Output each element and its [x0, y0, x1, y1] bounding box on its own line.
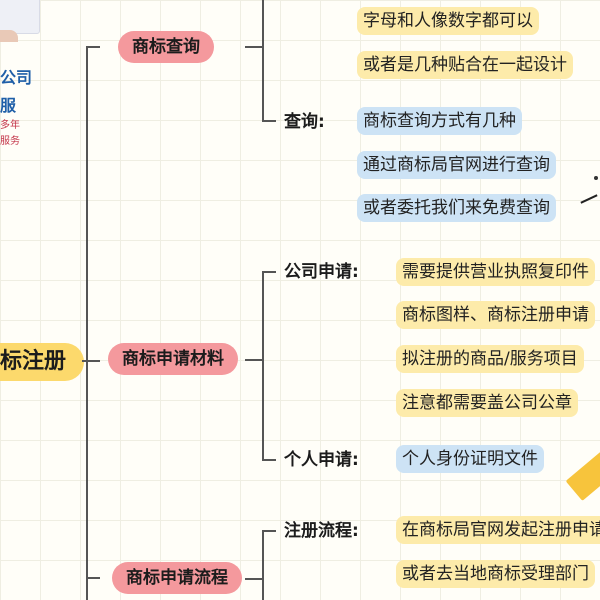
leaf-text: 个人身份证明文件: [402, 449, 538, 469]
branch-label: 商标查询: [132, 37, 200, 57]
promo-image-card: [0, 0, 40, 34]
leaf-item: 或者是几种贴合在一起设计: [357, 51, 573, 79]
leaf-item: 注意都需要盖公司公章: [396, 389, 578, 417]
leaf-text: 或者委托我们来免费查询: [363, 198, 550, 218]
hand-drawn-arrow-icon: [580, 194, 598, 204]
promo-text-service: 服: [0, 96, 17, 115]
connector-b2-company: [262, 271, 276, 273]
leaf-item: 在商标局官网发起注册申请: [396, 516, 600, 544]
connector-trunk: [86, 46, 88, 600]
connector-branch-1: [86, 46, 100, 48]
leaf-item: 通过商标局官网进行查询: [357, 151, 556, 179]
connector-b2-vert: [262, 271, 264, 461]
connector-b2-personal: [262, 459, 276, 461]
leaf-item: 商标图样、商标注册申请: [396, 301, 595, 329]
root-node-label: 标注册: [0, 349, 67, 374]
leaf-text: 在商标局官网发起注册申请: [402, 520, 600, 540]
pencil-icon: [565, 442, 600, 501]
connector-b3-vert: [262, 530, 264, 600]
connector-b1-out: [245, 46, 263, 48]
group-label-personal: 个人申请:: [284, 450, 359, 470]
connector-b2-out: [245, 359, 263, 361]
connector-b1-query: [262, 120, 276, 122]
promo-fragment: 公司 服 多年 服务: [0, 0, 80, 160]
leaf-item: 需要提供营业执照复印件: [396, 258, 595, 286]
leaf-item: 字母和人像数字都可以: [357, 7, 539, 35]
connector-b3-process: [262, 530, 276, 532]
group-label-query: 查询:: [284, 112, 325, 132]
leaf-text: 字母和人像数字都可以: [363, 11, 533, 31]
leaf-text: 需要提供营业执照复印件: [402, 262, 589, 282]
leaf-text: 商标图样、商标注册申请: [402, 305, 589, 325]
root-node: 标注册: [0, 343, 85, 381]
connector-b1-vert: [262, 0, 264, 122]
leaf-item: 拟注册的商品/服务项目: [396, 345, 584, 373]
promo-text-service-small: 服务: [0, 136, 20, 147]
group-label-process: 注册流程:: [284, 521, 359, 541]
promo-text-years: 多年: [0, 120, 20, 131]
leaf-item: 或者去当地商标受理部门: [396, 560, 595, 588]
connector-b3-out: [245, 578, 263, 580]
group-label-company: 公司申请:: [284, 262, 359, 282]
promo-image-hand: [0, 30, 18, 42]
connector-branch-3: [86, 577, 100, 579]
branch-trademark-search: 商标查询: [118, 31, 214, 63]
leaf-text: 注意都需要盖公司公章: [402, 393, 572, 413]
leaf-text: 或者去当地商标受理部门: [402, 564, 589, 584]
leaf-text: 或者是几种贴合在一起设计: [363, 55, 567, 75]
connector-branch-2: [86, 360, 100, 362]
leaf-text: 拟注册的商品/服务项目: [402, 349, 578, 369]
branch-label: 商标申请流程: [126, 568, 228, 588]
hand-drawn-mark-icon: [594, 176, 598, 180]
leaf-item: 或者委托我们来免费查询: [357, 194, 556, 222]
branch-application-materials: 商标申请材料: [108, 343, 238, 375]
leaf-text: 商标查询方式有几种: [363, 111, 516, 131]
leaf-text: 通过商标局官网进行查询: [363, 155, 550, 175]
leaf-item: 商标查询方式有几种: [357, 107, 522, 135]
branch-label: 商标申请材料: [122, 349, 224, 369]
branch-application-process: 商标申请流程: [112, 562, 242, 594]
promo-text-company: 公司: [0, 68, 33, 87]
leaf-item: 个人身份证明文件: [396, 445, 544, 473]
